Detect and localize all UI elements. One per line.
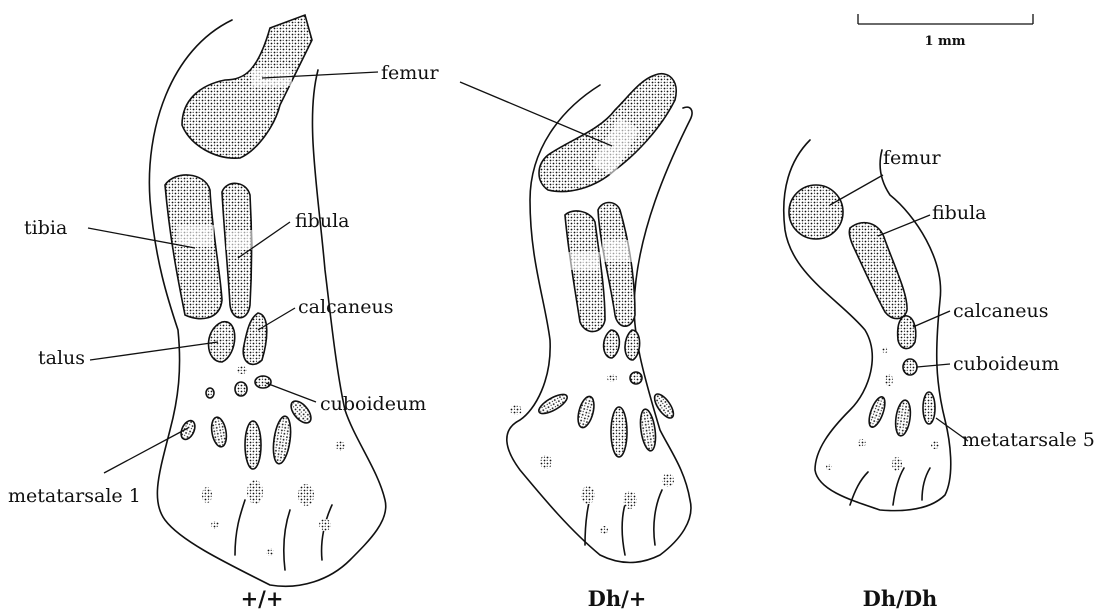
metatarsal-bone (245, 421, 261, 469)
label-cuboideum: cuboideum (320, 393, 426, 415)
genotype-label: Dh/+ (588, 586, 647, 610)
genotype-label: +/+ (241, 586, 284, 610)
metatarsal-bone (894, 399, 913, 437)
limb-dh-heterozygous: Dh/+ (460, 74, 692, 610)
limb-wildtype: femur tibia fibula calcaneus talus cuboi… (8, 15, 440, 610)
tarsal-bone (206, 388, 214, 398)
scale-bar-label: 1 mm (924, 34, 965, 49)
metatarsale-1-bone (178, 418, 197, 441)
metatarsal-bone (651, 391, 677, 421)
limb-dh-homozygous: femur fibula calcaneus cuboideum metatar… (784, 140, 1095, 610)
metatarsal-bone (287, 398, 314, 427)
metatarsal-bone (866, 395, 888, 429)
calcaneus-bone (243, 313, 267, 364)
cuboideum-bone (255, 376, 271, 388)
femur-bone (182, 15, 312, 158)
label-femur: femur (883, 147, 942, 169)
label-talus: talus (38, 347, 85, 369)
label-metatarsale: metatarsale 5 (962, 429, 1095, 451)
metatarsal-bone (536, 391, 570, 417)
metatarsale-5-bone (923, 392, 935, 424)
cuboideum-bone (903, 359, 917, 375)
calcaneus-bone (625, 330, 640, 360)
fibula-bone (849, 223, 907, 319)
label-cuboideum: cuboideum (953, 353, 1059, 375)
cuboideum-bone (630, 372, 642, 384)
label-calcaneus: calcaneus (953, 300, 1048, 322)
label-calcaneus: calcaneus (298, 296, 393, 318)
tibia-bone (565, 211, 605, 332)
talus-bone (208, 322, 234, 362)
metatarsal-bone (271, 415, 294, 465)
femur-bone (789, 185, 843, 239)
femur-bone (539, 74, 676, 192)
calcaneus-bone (898, 316, 916, 349)
scale-bar: 1 mm (858, 14, 1033, 49)
label-tibia: tibia (24, 217, 67, 239)
fibula-bone (222, 183, 252, 317)
label-fibula: fibula (932, 202, 986, 224)
label-metatarsale: metatarsale 1 (8, 485, 141, 507)
metatarsal-bone (575, 395, 597, 430)
metatarsal-bone (611, 407, 627, 457)
label-femur: femur (381, 62, 440, 84)
metatarsal-bone (210, 416, 229, 448)
genotype-label: Dh/Dh (863, 586, 938, 610)
talus-bone (604, 330, 620, 358)
label-fibula: fibula (295, 210, 349, 232)
tarsal-bone (235, 382, 247, 396)
